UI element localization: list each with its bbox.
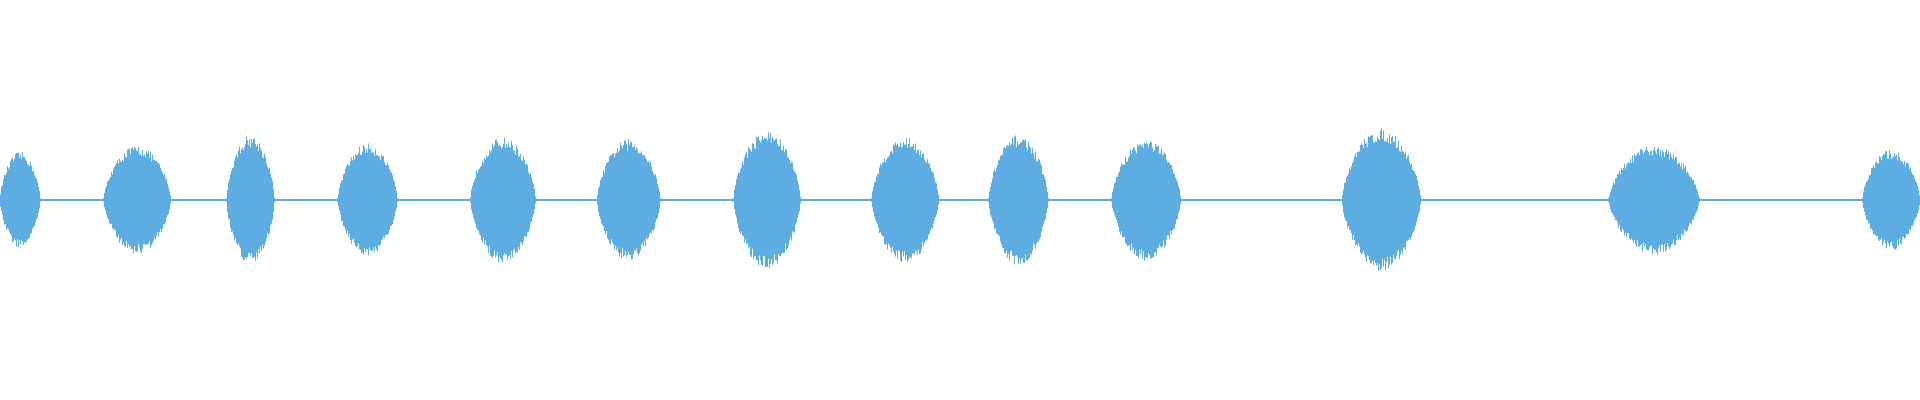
waveform-burst-9 [988,135,1049,265]
waveform-burst-3 [226,136,275,261]
waveform-burst-11 [1342,128,1421,271]
waveform-burst-10 [1111,141,1181,261]
waveform-burst-7 [733,132,801,269]
waveform-burst-8 [871,137,939,263]
waveform-bursts [0,128,1920,271]
waveform-burst-13 [1862,150,1920,250]
waveform-burst-1 [0,152,41,247]
waveform-burst-12 [1608,146,1700,255]
waveform-burst-2 [103,146,171,254]
waveform-burst-4 [337,143,398,256]
waveform-burst-5 [470,137,536,262]
waveform-burst-6 [597,139,661,260]
